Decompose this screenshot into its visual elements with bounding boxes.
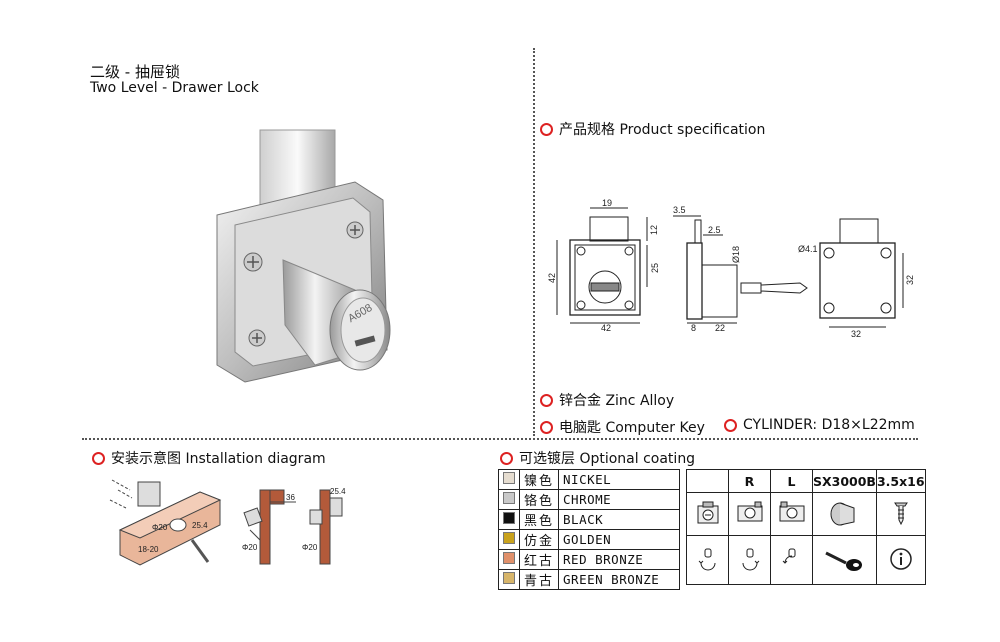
options-image-row [686, 492, 926, 536]
coating-cn: 铬色 [518, 489, 560, 510]
coating-en: NICKEL [558, 469, 681, 490]
coating-heading-text: 可选镀层 Optional coating [519, 451, 696, 467]
install-label-f: 25.4 [330, 487, 346, 496]
dim-back-w: 32 [851, 329, 861, 339]
ring-bullet-icon [724, 418, 737, 432]
key-item: 电脑匙 Computer Key [540, 417, 705, 437]
coating-cn: 仿金 [518, 529, 560, 550]
coating-swatch [498, 469, 520, 490]
technical-drawing: 19 12 25 42 42 3.5 2.5 Ø18 8 22 Ø4.1 32 … [547, 198, 915, 339]
lock-right-icon [728, 492, 771, 536]
install-label-d: 36 [286, 493, 295, 502]
key-icon [812, 535, 877, 585]
rotate-both-icon [686, 535, 729, 585]
ring-bullet-icon [500, 451, 513, 465]
coating-en: RED BRONZE [558, 549, 681, 570]
coating-swatch [498, 549, 520, 570]
install-label-g: Φ20 [302, 543, 318, 552]
options-header-screw: 3.5x16 [875, 469, 926, 493]
vertical-divider [533, 48, 535, 436]
dim-side-d3: 8 [691, 323, 696, 333]
options-header-sx3000b: SX3000B [812, 469, 877, 493]
screw-icon [875, 492, 926, 536]
options-header-row: R L SX3000B 3.5x16 [686, 469, 926, 493]
dim-back-h: 32 [905, 275, 915, 285]
dim-side-dia: Ø18 [731, 246, 741, 263]
coating-en: GREEN BRONZE [558, 569, 681, 590]
coating-swatch [498, 509, 520, 530]
dim-front-hmid: 25 [650, 263, 660, 273]
horizontal-divider [82, 438, 918, 440]
install-label-b: 25.4 [192, 521, 208, 530]
dim-front-htop: 12 [649, 225, 659, 235]
ring-bullet-icon [540, 393, 553, 407]
coating-en: CHROME [558, 489, 681, 510]
coating-cn: 黑色 [518, 509, 560, 530]
coating-swatch [498, 489, 520, 510]
color-swatch [503, 551, 515, 564]
key-text: 电脑匙 Computer Key [559, 420, 705, 436]
ring-bullet-icon [540, 122, 553, 136]
dim-side-d4: 22 [715, 323, 725, 333]
install-heading: 安装示意图 Installation diagram [92, 448, 326, 468]
ring-bullet-icon [92, 451, 105, 465]
color-swatch [503, 491, 515, 504]
cylinder-text: CYLINDER: D18×L22mm [743, 417, 915, 433]
options-table: R L SX3000B 3.5x16 [686, 469, 926, 585]
info-icon [875, 535, 926, 585]
lock-photo: A608 [216, 129, 391, 383]
ring-bullet-icon [540, 420, 553, 434]
coating-swatch [498, 569, 520, 590]
cylinder-icon [812, 492, 877, 536]
installation-diagram: Φ20 25.4 18-20 36 Φ20 25.4 Φ20 [109, 479, 346, 566]
coating-cn: 镍色 [518, 469, 560, 490]
install-label-a: Φ20 [152, 523, 168, 532]
dim-front-wtotal: 42 [601, 323, 611, 333]
install-label-c: 18-20 [138, 545, 159, 554]
material-item: 锌合金 Zinc Alloy [540, 390, 674, 410]
dim-front-wtop: 19 [602, 198, 612, 208]
coating-heading: 可选镀层 Optional coating [500, 448, 695, 468]
lock-front-icon [686, 492, 729, 536]
install-heading-text: 安装示意图 Installation diagram [111, 451, 326, 467]
coating-en: BLACK [558, 509, 681, 530]
spec-heading-text: 产品规格 Product specification [559, 122, 766, 138]
options-header-r: R [728, 469, 771, 493]
dim-front-htotal: 42 [547, 273, 557, 283]
lock-left-icon [770, 492, 813, 536]
color-swatch [503, 531, 515, 544]
title-cn: 二级 - 抽屉锁 [90, 63, 180, 81]
install-label-e: Φ20 [242, 543, 258, 552]
options-action-row [686, 535, 926, 585]
material-text: 锌合金 Zinc Alloy [559, 393, 675, 409]
dim-side-d2: 2.5 [708, 225, 721, 235]
spec-heading: 产品规格 Product specification [540, 119, 765, 139]
coating-swatch [498, 529, 520, 550]
color-swatch [503, 471, 515, 484]
dim-side-d1: 3.5 [673, 205, 686, 215]
options-header-l: L [770, 469, 813, 493]
rotate-right-icon [728, 535, 771, 585]
color-swatch [503, 511, 515, 524]
coating-cn: 红古 [518, 549, 560, 570]
coating-cn: 青古 [518, 569, 560, 590]
options-header-0 [686, 469, 729, 493]
title-en: Two Level - Drawer Lock [90, 80, 259, 96]
rotate-left-icon [770, 535, 813, 585]
cylinder-item: CYLINDER: D18×L22mm [724, 417, 915, 433]
color-swatch [503, 571, 515, 584]
coating-en: GOLDEN [558, 529, 681, 550]
dim-back-hole: Ø4.1 [798, 244, 818, 254]
